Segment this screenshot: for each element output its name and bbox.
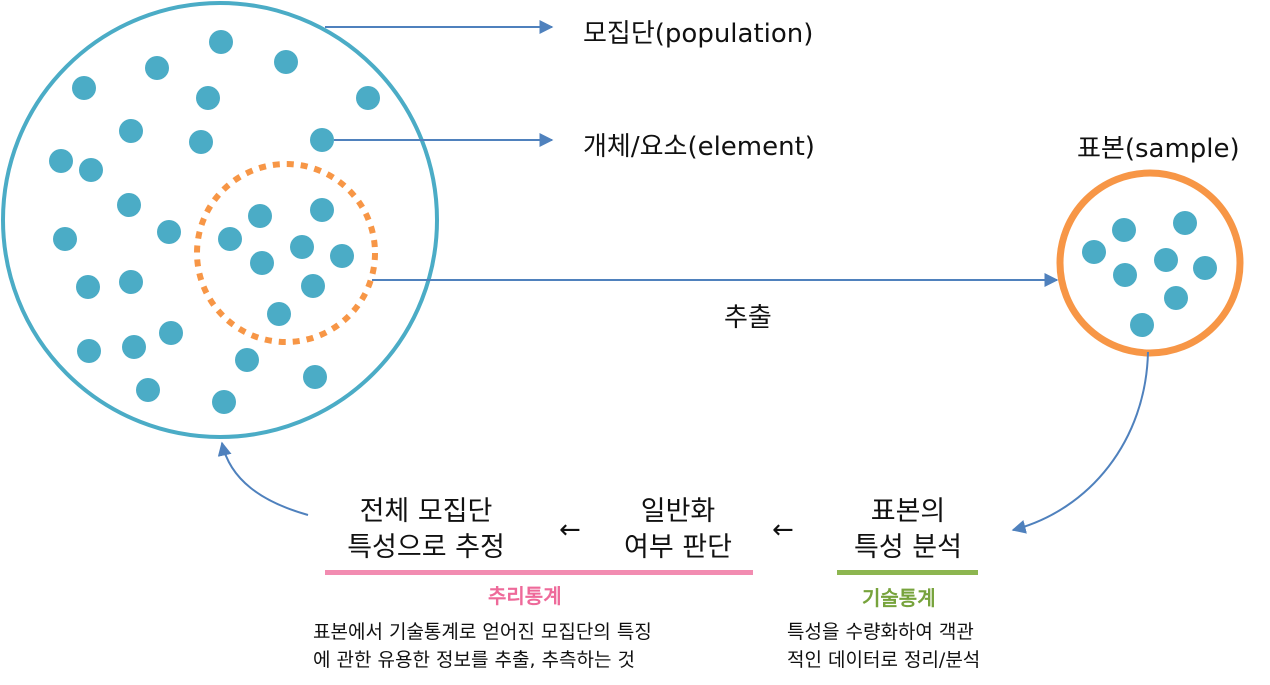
population-label: 모집단(population) <box>583 19 814 49</box>
step-generalization: 일반화 여부 판단 <box>598 494 758 566</box>
inferential-desc-line2: 에 관한 유용한 정보를 추출, 추측하는 것 <box>313 649 635 671</box>
population-dot <box>159 321 183 345</box>
population-dots <box>49 30 380 414</box>
population-dot <box>310 128 334 152</box>
step-sample-analysis-line2: 특성 분석 <box>854 532 962 563</box>
sample-dot <box>1130 313 1154 337</box>
sample-circle <box>1056 169 1244 357</box>
population-dot <box>145 56 169 80</box>
population-dot <box>79 158 103 182</box>
population-dot <box>196 86 220 110</box>
extraction-label: 추출 <box>724 303 772 333</box>
step-sample-analysis-line1: 표본의 <box>870 496 946 527</box>
population-dot <box>356 86 380 110</box>
population-dot <box>119 270 143 294</box>
step-estimate-population: 전체 모집단 특성으로 추정 <box>328 494 524 566</box>
population-circle <box>1 1 439 439</box>
population-dot <box>267 302 291 326</box>
sample-dot <box>1112 218 1136 242</box>
step-arrow-left-1: ← <box>559 515 581 545</box>
population-dot <box>53 227 77 251</box>
sample-dot <box>1154 248 1178 272</box>
population-dot <box>218 227 242 251</box>
population-dot <box>122 335 146 359</box>
population-dot <box>310 198 334 222</box>
population-dot <box>212 390 236 414</box>
inferential-underline <box>325 570 753 575</box>
step-sample-analysis: 표본의 특성 분석 <box>830 494 986 566</box>
descriptive-desc-line1: 특성을 수량화하여 객관 <box>787 621 974 643</box>
population-dot <box>117 193 141 217</box>
population-dot <box>136 378 160 402</box>
inferential-title: 추리통계 <box>488 584 562 608</box>
estimate-to-population-arrow <box>217 441 309 516</box>
step-estimate-line2: 특성으로 추정 <box>347 532 505 563</box>
inferential-description: 표본에서 기술통계로 얻어진 모집단의 특징 에 관한 유용한 정보를 추출, … <box>313 618 652 674</box>
population-dot <box>77 339 101 363</box>
step-estimate-line1: 전체 모집단 <box>359 496 493 527</box>
population-dot <box>303 365 327 389</box>
population-dot <box>49 149 73 173</box>
population-dot <box>250 251 274 275</box>
population-dot <box>76 275 100 299</box>
descriptive-underline <box>837 570 978 575</box>
sample-to-analysis-arrow <box>1011 351 1149 534</box>
sample-selection-circle <box>194 161 378 345</box>
step-generalization-line1: 일반화 <box>640 496 716 527</box>
population-dot <box>290 235 314 259</box>
sample-dot <box>1173 211 1197 235</box>
sample-label: 표본(sample) <box>1077 134 1240 164</box>
population-dot <box>301 274 325 298</box>
population-dot <box>119 119 143 143</box>
step-arrow-left-2: ← <box>772 515 794 545</box>
sample-dot <box>1082 240 1106 264</box>
descriptive-description: 특성을 수량화하여 객관 적인 데이터로 정리/분석 <box>787 618 980 674</box>
sample-dots <box>1082 211 1217 337</box>
step-generalization-line2: 여부 판단 <box>624 532 732 563</box>
population-dot <box>189 130 213 154</box>
element-label: 개체/요소(element) <box>583 132 815 162</box>
population-dot <box>235 348 259 372</box>
population-dot <box>209 30 233 54</box>
population-dot <box>248 204 272 228</box>
population-dot <box>72 76 96 100</box>
population-dot <box>274 50 298 74</box>
descriptive-desc-line2: 적인 데이터로 정리/분석 <box>787 649 981 671</box>
sample-dot <box>1113 263 1137 287</box>
population-dot <box>330 244 354 268</box>
sample-dot <box>1193 256 1217 280</box>
sample-dot <box>1164 286 1188 310</box>
descriptive-title: 기술통계 <box>862 586 936 610</box>
population-dot <box>157 220 181 244</box>
inferential-desc-line1: 표본에서 기술통계로 얻어진 모집단의 특징 <box>313 621 652 643</box>
